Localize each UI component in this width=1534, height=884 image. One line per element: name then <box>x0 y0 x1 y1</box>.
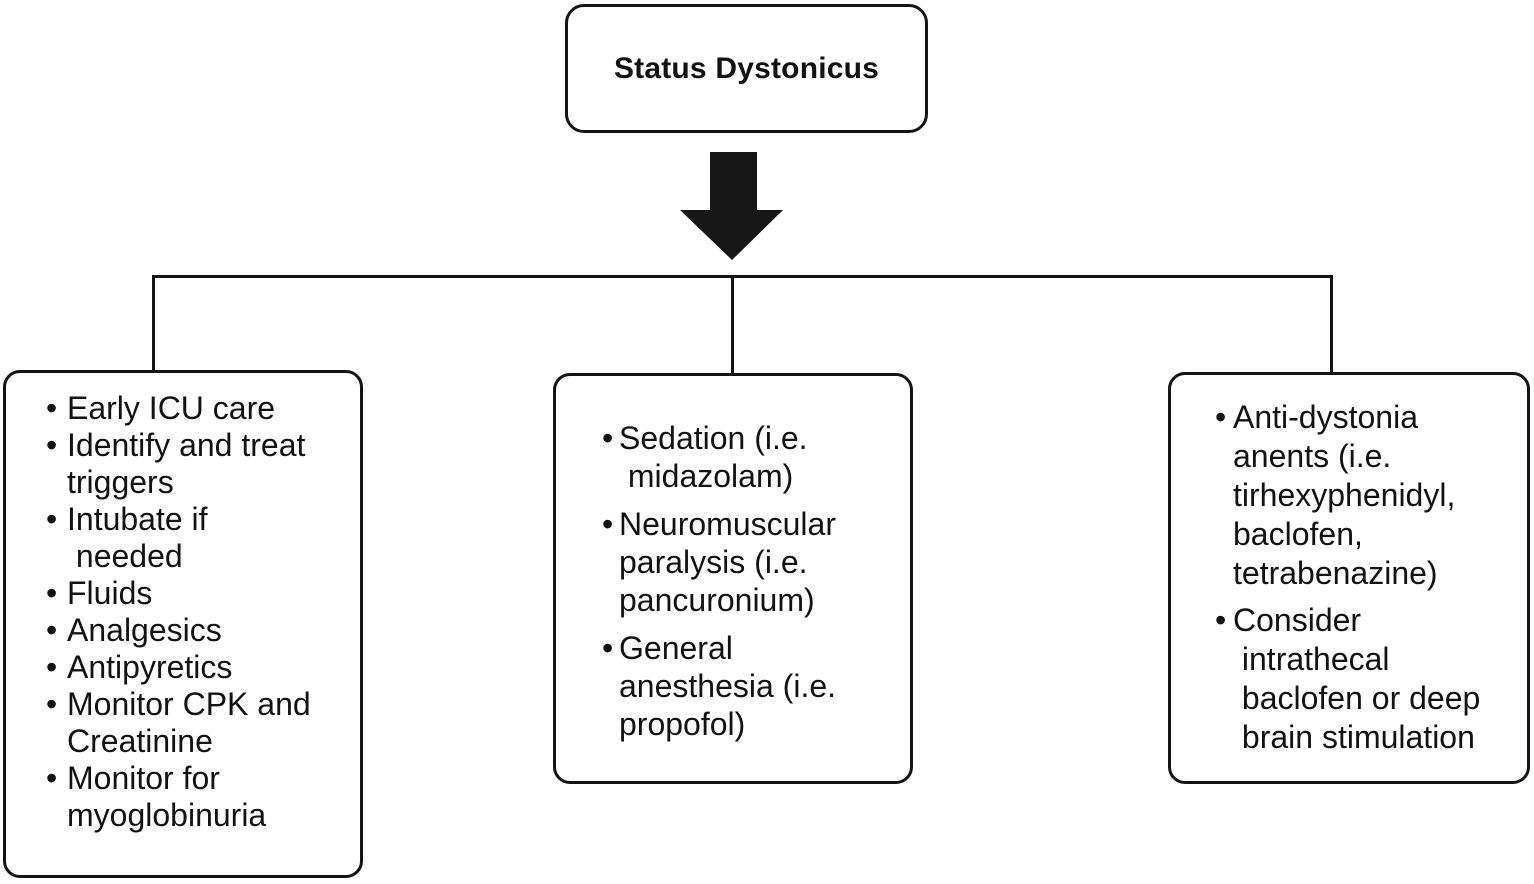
list-item-text: Monitor for myoglobinuria <box>67 760 267 833</box>
supportive-care-list: Early ICU care Identify and treat trigge… <box>6 373 360 834</box>
node-anti-dystonia-agents: Anti-dystonia anents (i.e. tirhexyphenid… <box>1168 372 1530 784</box>
list-item-text: Monitor CPK and Creatinine <box>67 686 311 759</box>
node-supportive-care: Early ICU care Identify and treat trigge… <box>3 370 363 878</box>
root-node-title: Status Dystonicus <box>613 51 880 85</box>
list-item: Early ICU care <box>46 390 354 427</box>
list-item: Fluids <box>46 575 354 612</box>
connector-left-drop-line <box>152 275 155 371</box>
list-item-text: Antipyretics <box>67 649 233 685</box>
list-item-text: General anesthesia (i.e. propofol) <box>619 630 837 742</box>
list-item: Identify and treat triggers <box>46 427 354 501</box>
connector-center-drop-line <box>731 275 734 374</box>
list-item: General anesthesia (i.e. propofol) <box>602 629 904 743</box>
root-node-status-dystonicus: Status Dystonicus <box>565 4 928 133</box>
anti-dystonia-list: Anti-dystonia anents (i.e. tirhexyphenid… <box>1171 375 1527 757</box>
list-item: Intubate if needed <box>46 501 354 575</box>
list-item: Analgesics <box>46 612 354 649</box>
list-item-text: Sedation (i.e. midazolam) <box>619 420 808 494</box>
connector-right-drop-line <box>1330 275 1333 373</box>
list-item: Antipyretics <box>46 649 354 686</box>
list-item: Neuromuscular paralysis (i.e. pancuroniu… <box>602 505 904 619</box>
node-sedation-paralysis: Sedation (i.e. midazolam) Neuromuscular … <box>553 373 913 784</box>
list-item-text: Identify and treat triggers <box>67 427 306 500</box>
list-item: Sedation (i.e. midazolam) <box>602 419 904 495</box>
sedation-paralysis-list: Sedation (i.e. midazolam) Neuromuscular … <box>556 376 910 743</box>
list-item-text: Intubate if needed <box>67 501 208 574</box>
down-arrow-icon <box>680 152 783 260</box>
list-item-text: Analgesics <box>67 612 222 648</box>
list-item: Consider intrathecal baclofen or deep br… <box>1215 601 1521 757</box>
list-item: Monitor for myoglobinuria <box>46 760 354 834</box>
list-item-text: Fluids <box>67 575 153 611</box>
list-item-text: Neuromuscular paralysis (i.e. pancuroniu… <box>619 506 836 618</box>
list-item-text: Early ICU care <box>67 390 276 426</box>
list-item-text: Anti-dystonia anents (i.e. tirhexyphenid… <box>1233 399 1456 591</box>
list-item: Anti-dystonia anents (i.e. tirhexyphenid… <box>1215 398 1521 593</box>
list-item-text: Consider intrathecal baclofen or deep br… <box>1233 602 1481 755</box>
connector-horizontal-line <box>153 275 1332 278</box>
list-item: Monitor CPK and Creatinine <box>46 686 354 760</box>
